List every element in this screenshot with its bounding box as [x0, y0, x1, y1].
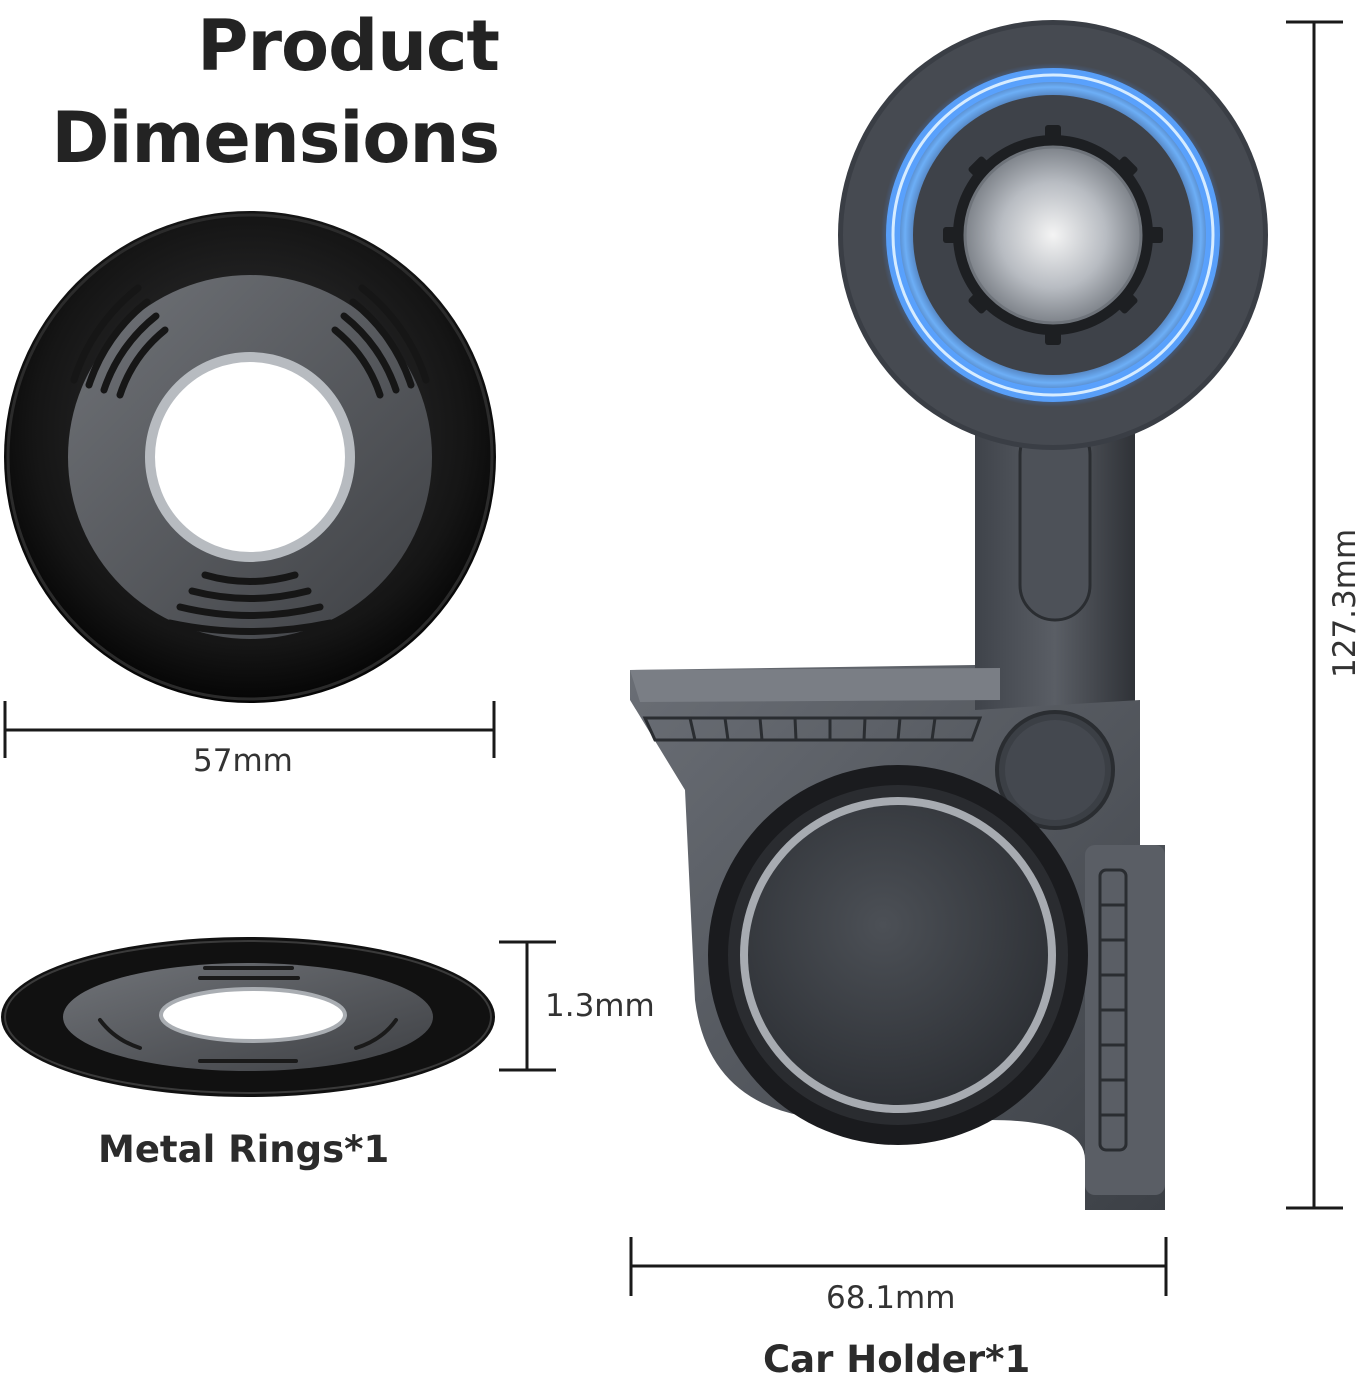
holder-width-label: 68.1mm	[826, 1280, 956, 1316]
car-holder-caption: Car Holder*1	[763, 1338, 1031, 1381]
holder-height-dimension-line	[1286, 20, 1343, 1210]
title-line-1: Product	[197, 5, 500, 87]
metal-ring-side-view	[1, 937, 495, 1097]
product-dimensions-title: Product Dimensions	[51, 0, 500, 184]
holder-width-dimension-line	[629, 1237, 1168, 1296]
ring-thickness-label: 1.3mm	[545, 988, 655, 1024]
ring-thickness-dimension-line	[499, 940, 556, 1072]
ring-diameter-dimension-line	[3, 701, 496, 758]
car-holder-illustration	[630, 20, 1268, 1210]
title-line-2: Dimensions	[51, 97, 500, 179]
ring-diameter-label: 57mm	[193, 743, 293, 779]
metal-ring-caption: Metal Rings*1	[98, 1128, 390, 1171]
metal-ring-top-view	[4, 211, 496, 703]
holder-height-label: 127.3mm	[1327, 528, 1363, 678]
